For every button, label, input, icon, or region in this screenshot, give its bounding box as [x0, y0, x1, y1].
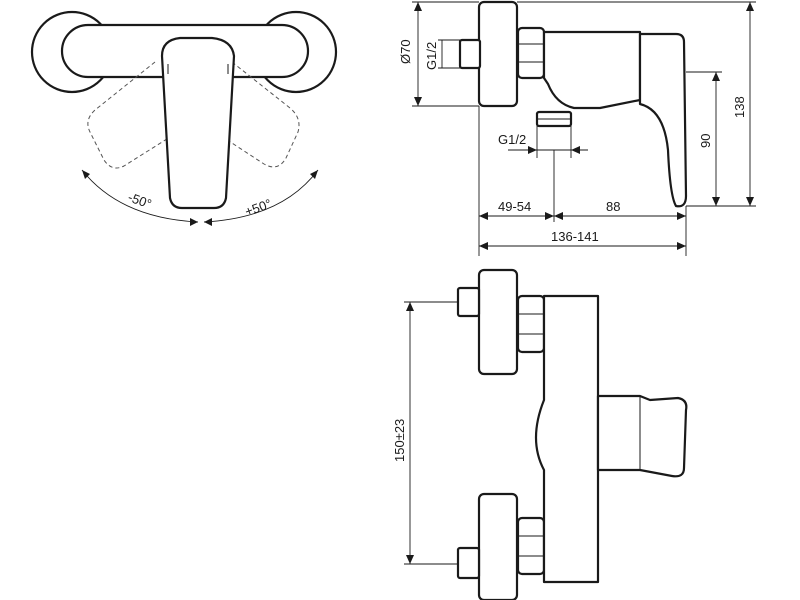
top-view: -50° +50° — [30, 10, 338, 226]
lever-front — [596, 394, 688, 478]
hex-nut-side — [516, 26, 546, 80]
angle-arc-left — [81, 169, 199, 223]
side-view: Ø70 G1/2 138 90 G1/2 49-5 — [398, 0, 756, 256]
spacing-label: 150±23 — [392, 419, 407, 462]
inlet-nipple — [458, 38, 482, 70]
side-rosette — [477, 0, 519, 108]
lever-ghost-left — [87, 61, 179, 169]
front-inlet-bottom — [456, 546, 481, 580]
front-nut-bottom — [516, 516, 546, 576]
front-rosette-top — [477, 268, 519, 376]
front-nut-top — [516, 294, 546, 354]
angle-right-label: +50° — [243, 196, 274, 219]
depth-front-label: 88 — [606, 199, 620, 214]
thread-top-label: G1/2 — [424, 42, 439, 70]
front-view: 150±23 — [392, 268, 688, 600]
depth-total-label: 136-141 — [551, 229, 599, 244]
lever-top — [160, 36, 236, 210]
front-rosette-bottom — [477, 492, 519, 600]
height-outlet-label: 90 — [698, 134, 713, 148]
lever-side — [638, 32, 688, 208]
depth-wall-label: 49-54 — [498, 199, 531, 214]
diameter-label: Ø70 — [398, 39, 413, 64]
height-total-label: 138 — [732, 96, 747, 118]
angle-arc-right — [203, 169, 319, 223]
mixer-body-side — [542, 30, 642, 110]
thread-bottom-label: G1/2 — [498, 132, 526, 147]
front-inlet-top — [456, 286, 481, 318]
mixer-body-front — [534, 294, 600, 584]
angle-left-label: -50° — [126, 189, 154, 211]
lever-ghost-right — [211, 61, 300, 168]
